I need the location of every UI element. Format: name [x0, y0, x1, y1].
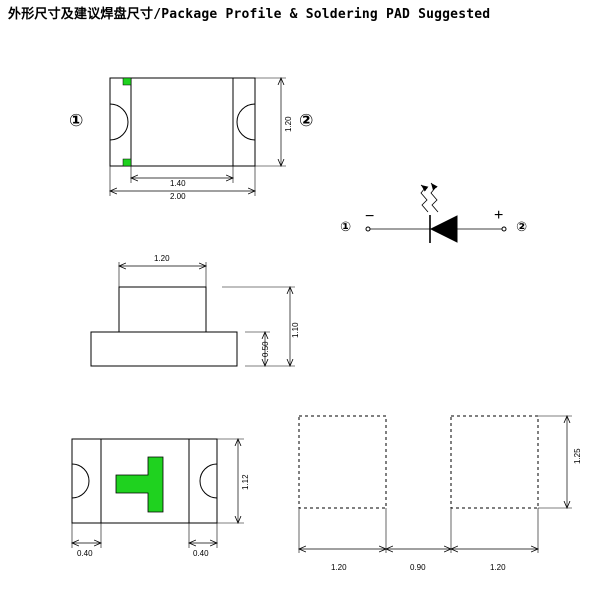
top-view-green-mark-top [122, 77, 132, 86]
top-view-left-marker: ① [69, 111, 83, 131]
bottom-view [72, 439, 244, 548]
bottom-view-right-notch [199, 463, 218, 499]
page-title: 外形尺寸及建议焊盘尺寸/Package Profile & Soldering … [8, 7, 491, 22]
top-view-right-marker: ② [299, 111, 313, 131]
solder-pad-right [450, 415, 539, 509]
symbol-anode-marker: ① [340, 220, 351, 235]
dim-pad-left-width: 1.20 [331, 563, 347, 572]
diode-triangle-icon [429, 215, 458, 243]
dim-top-inner-width: 1.40 [170, 179, 186, 188]
led-symbol [365, 182, 507, 243]
top-view [110, 78, 286, 196]
top-view-green-mark-bottom [122, 158, 132, 167]
pad-layout [299, 416, 572, 553]
dim-side-total-height: 1.10 [291, 322, 300, 338]
symbol-minus-sign: − [365, 208, 374, 225]
top-view-left-notch [109, 103, 129, 141]
dim-top-height: 1.20 [284, 116, 293, 132]
light-arrow-icon [420, 184, 429, 213]
side-view-base [90, 331, 238, 367]
side-view [90, 262, 295, 367]
dim-pad-right-width: 1.20 [490, 563, 506, 572]
symbol-plus-sign: + [494, 207, 503, 224]
polarity-mark-icon [115, 456, 164, 513]
symbol-cathode-terminal [501, 226, 507, 232]
dim-bottom-left-terminal: 0.40 [77, 549, 93, 558]
solder-pad-left [298, 415, 387, 509]
top-view-body [109, 77, 256, 167]
bottom-view-left-notch [71, 463, 90, 499]
dim-top-total-width: 2.00 [170, 192, 186, 201]
light-arrow-icon [430, 182, 439, 213]
top-view-right-notch [236, 103, 256, 141]
symbol-cathode-marker: ② [516, 220, 527, 235]
side-view-lens [118, 286, 207, 333]
symbol-anode-terminal [365, 226, 371, 232]
dim-side-lens-width: 1.20 [154, 254, 170, 263]
dim-pad-gap: 0.90 [410, 563, 426, 572]
dim-bottom-right-terminal: 0.40 [193, 549, 209, 558]
dim-bottom-height: 1.12 [241, 474, 250, 490]
dim-pad-height: 1.25 [573, 448, 582, 464]
bottom-view-body [71, 438, 218, 524]
dim-side-base-height: 0.50 [261, 341, 270, 357]
